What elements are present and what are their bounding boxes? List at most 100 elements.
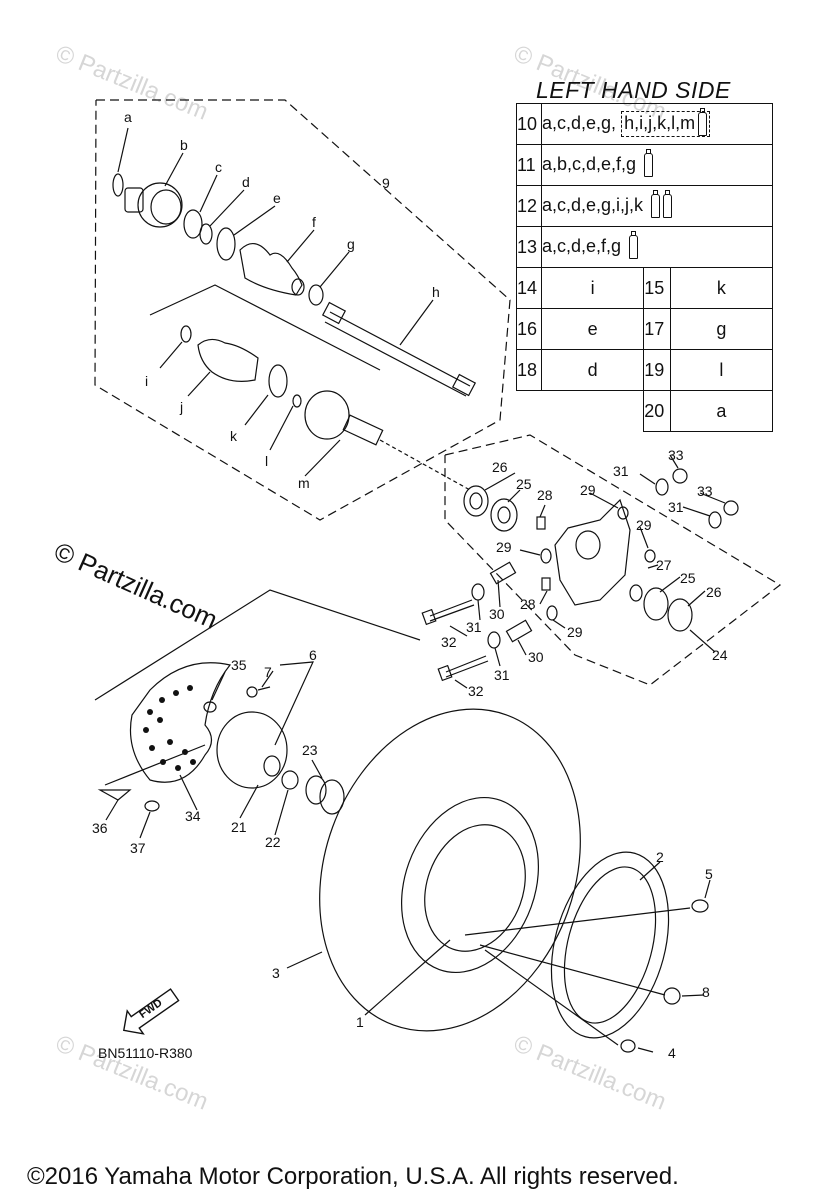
callout-h: h <box>432 284 440 300</box>
table-row: 14 i 15 k <box>516 267 774 309</box>
part-ring-c <box>183 209 203 239</box>
row-letters: a,c,d,e,g,i,j,k <box>542 194 644 215</box>
part-nut-22 <box>281 770 299 790</box>
callout-4: 4 <box>668 1045 676 1061</box>
table-title: LEFT HAND SIDE <box>536 77 731 103</box>
grease-tube-icon <box>629 231 639 259</box>
kit-contents-table: 10 a,c,d,e,g, h,i,j,k,l,m 11 a,b,c,d,e,f… <box>516 103 774 432</box>
callout-23: 23 <box>302 742 318 758</box>
fwd-arrow-icon <box>122 988 180 1035</box>
part-hub-cap-23 <box>305 775 345 815</box>
part-bolt-32 <box>429 599 473 617</box>
row-value: g <box>669 308 774 350</box>
callout-21: 21 <box>231 819 247 835</box>
row-number: 13 <box>516 226 542 268</box>
table-row: 11 a,b,c,d,e,f,g <box>516 144 773 186</box>
callout-34: 34 <box>185 808 201 824</box>
part-hub-6 <box>216 711 288 789</box>
part-bolt-4 <box>620 1039 636 1053</box>
part-clip-l <box>292 394 302 408</box>
part-circlip-a <box>112 173 124 197</box>
copyright-footer: ©2016 Yamaha Motor Corporation, U.S.A. A… <box>27 1163 679 1190</box>
part-band-k <box>268 364 288 398</box>
part-nut-33 <box>672 468 688 484</box>
empty-cell <box>517 391 542 432</box>
row-value: a <box>669 390 774 432</box>
row-contents: a,c,d,e,g, h,i,j,k,l,m <box>541 103 773 145</box>
row-number: 14 <box>516 267 542 309</box>
callout-24: 24 <box>712 647 728 663</box>
part-bearing-25b <box>643 587 669 621</box>
callout-k: k <box>230 428 238 444</box>
part-outer-joint-b <box>124 182 183 228</box>
part-bead-ring-2 <box>550 851 670 1039</box>
part-collar-30 <box>489 561 517 585</box>
callout-l: l <box>265 453 268 469</box>
row-contents: a,c,d,e,f,g <box>541 226 773 268</box>
part-band-i <box>180 325 192 343</box>
callout-28: 28 <box>537 487 553 503</box>
part-valve-5 <box>691 899 709 913</box>
grease-tube-icon <box>698 108 708 136</box>
row-number: 11 <box>516 144 542 186</box>
row-number: 20 <box>643 390 671 432</box>
callout-b: b <box>180 137 188 153</box>
part-collar-31b <box>708 511 722 529</box>
row-number: 12 <box>516 185 542 227</box>
grease-tube-icon <box>663 190 673 218</box>
callout-m: m <box>298 475 310 491</box>
callout-30: 30 <box>489 606 505 622</box>
row-value: i <box>540 267 645 309</box>
callout-1: 1 <box>356 1014 364 1030</box>
part-bolt-32b <box>445 655 487 673</box>
callout-5: 5 <box>705 866 713 882</box>
diagram-code: BN51110-R380 <box>98 1045 193 1061</box>
callout-6: 6 <box>309 647 317 663</box>
callout-22: 22 <box>265 834 281 850</box>
table-row: 18 d 19 l <box>516 349 774 391</box>
callout-28b: 28 <box>520 596 536 612</box>
part-collar-30b <box>505 619 533 643</box>
table-row: 16 e 17 g <box>516 308 774 350</box>
row-number: 17 <box>643 308 671 350</box>
part-bolt-7 <box>246 686 258 698</box>
callout-c: c <box>215 159 222 175</box>
row-value: d <box>540 349 645 391</box>
part-band-g <box>308 284 324 306</box>
row-contents: a,c,d,e,g,i,j,k <box>541 185 773 227</box>
part-knuckle <box>554 498 631 606</box>
callout-29d: 29 <box>567 624 583 640</box>
row-letters: a,c,d,e,g, <box>542 112 617 133</box>
part-clip-36 <box>97 789 132 801</box>
callout-26: 26 <box>492 459 508 475</box>
row-number: 10 <box>516 103 542 145</box>
callout-32b: 32 <box>468 683 484 699</box>
row-letters: a,b,c,d,e,f,g <box>542 153 637 174</box>
grease-tube-icon <box>644 149 654 177</box>
table-row: 20 a <box>517 390 774 432</box>
part-bleeder-28b <box>541 577 551 591</box>
callout-31b: 31 <box>668 499 684 515</box>
callout-2: 2 <box>656 849 664 865</box>
callout-a: a <box>124 109 132 125</box>
callout-3: 3 <box>272 965 280 981</box>
callout-32: 32 <box>441 634 457 650</box>
table-row: 13 a,c,d,e,f,g <box>516 226 773 268</box>
part-seal-26 <box>463 485 489 517</box>
shaft-assembly-boundary <box>94 99 511 521</box>
part-bolt-35 <box>203 701 217 713</box>
callout-31d: 31 <box>494 667 510 683</box>
callout-25b: 25 <box>680 570 696 586</box>
part-collar-31 <box>655 478 669 496</box>
knuckle-boundary <box>444 434 782 686</box>
callout-i: i <box>145 373 148 389</box>
callout-j: j <box>179 399 183 415</box>
row-value: k <box>669 267 774 309</box>
grease-tube-icon <box>651 190 661 218</box>
part-nut-33b <box>723 500 739 516</box>
part-nut-8 <box>663 987 681 1005</box>
row-value: e <box>540 308 645 350</box>
callout-29b: 29 <box>636 517 652 533</box>
